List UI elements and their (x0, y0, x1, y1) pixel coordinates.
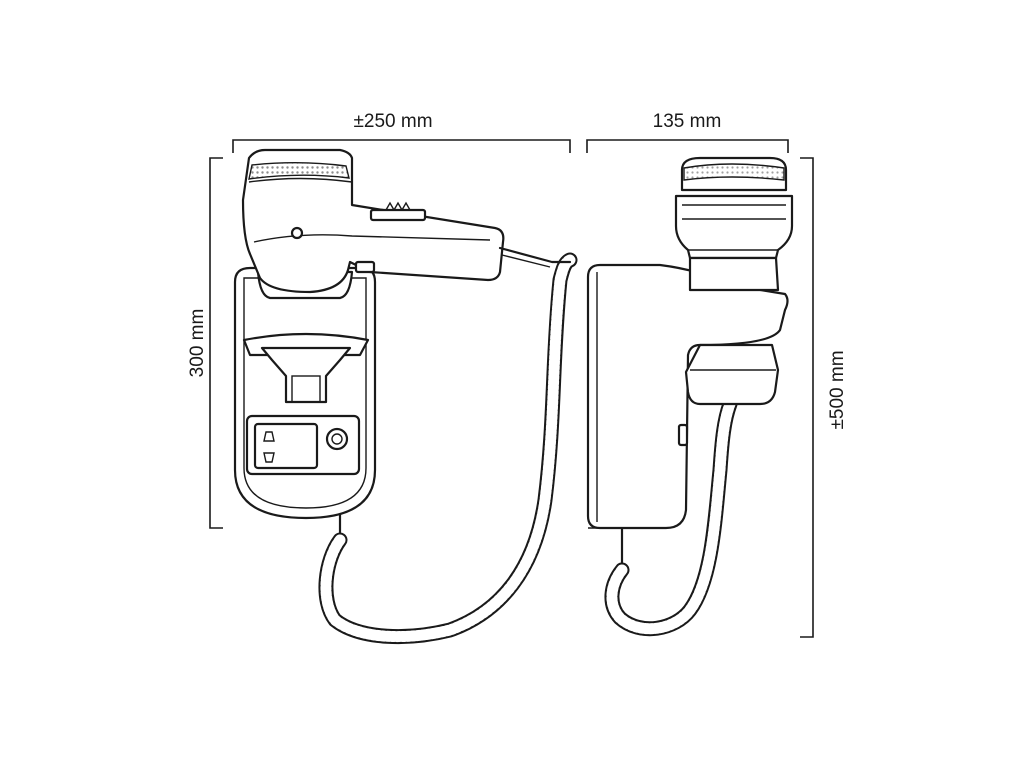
side-coiled-cord (604, 396, 738, 637)
power-socket-icon (263, 431, 275, 463)
side-holder-body (586, 263, 789, 530)
front-dryer-grill (248, 162, 350, 180)
height-body-label: 300 mm (187, 309, 208, 378)
width-side-label: 135 mm (653, 111, 722, 132)
front-power-led (290, 226, 304, 240)
height-total-label: ±500 mm (827, 350, 848, 429)
front-nozzle-rest (242, 332, 370, 404)
front-view-dryer (233, 148, 578, 645)
front-slider-switch (369, 201, 427, 222)
side-dryer-grill (683, 163, 785, 181)
side-dryer-unit (674, 156, 794, 406)
width-front-label: ±250 mm (353, 111, 432, 132)
front-dryer-unit (241, 148, 572, 294)
dimension-width-side: 135 mm (586, 111, 789, 153)
front-socket-panel (245, 414, 361, 476)
side-switch (677, 423, 689, 447)
dimension-height-total: ±500 mm (800, 157, 848, 638)
dimension-width-front: ±250 mm (232, 111, 571, 153)
socket-switch-knob (325, 427, 349, 451)
side-view-dryer (586, 156, 794, 637)
dimension-height-body: 300 mm (187, 157, 223, 529)
